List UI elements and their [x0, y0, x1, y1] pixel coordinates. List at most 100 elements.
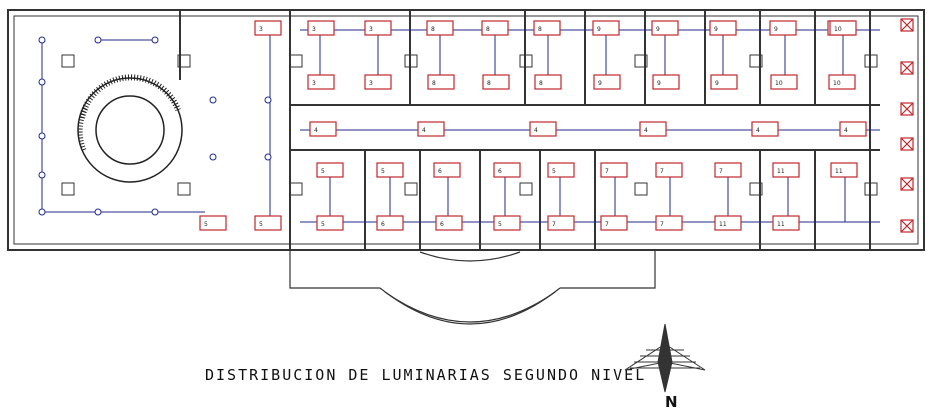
luminaire-label: 9 — [656, 26, 660, 33]
luminaire-label: 8 — [486, 26, 490, 33]
luminaire: 3 — [307, 74, 335, 90]
luminaire: 3 — [364, 20, 392, 36]
switch-icon — [38, 78, 46, 86]
luminaire-label: 7 — [719, 168, 723, 175]
switch-icon — [209, 153, 217, 161]
switch-icon — [264, 96, 272, 104]
luminaire-label: 8 — [431, 26, 435, 33]
luminaire-label: 3 — [312, 26, 316, 33]
luminaire-label: 6 — [381, 221, 385, 228]
luminaire: 10 — [828, 74, 856, 90]
luminaire-label: 6 — [498, 168, 502, 175]
luminaire: 8 — [482, 74, 510, 90]
x-fixtures — [900, 18, 914, 233]
luminaire: 10 — [829, 20, 857, 36]
switch-icon — [38, 208, 46, 216]
luminaire: 7 — [655, 215, 683, 231]
luminaire-label: 3 — [259, 26, 263, 33]
luminaire-label: 9 — [597, 26, 601, 33]
building-walls — [7, 9, 925, 251]
luminaire-label: 5 — [204, 221, 208, 228]
luminaire: 4 — [639, 121, 667, 137]
luminaire: 3 — [364, 74, 392, 90]
x-fixture-icon — [900, 177, 914, 191]
drawing-title: DISTRIBUCION DE LUMINARIAS SEGUNDO NIVEL — [205, 366, 647, 384]
luminaire-label: 9 — [657, 80, 661, 87]
luminaire-label: 11 — [777, 168, 785, 175]
luminaire-label: 4 — [422, 127, 426, 134]
luminaire: 5 — [547, 162, 575, 178]
x-fixture-icon — [900, 18, 914, 32]
luminaire: 5 — [376, 162, 404, 178]
portico — [289, 250, 656, 325]
luminaire: 6 — [433, 162, 461, 178]
luminaire: 4 — [309, 121, 337, 137]
switch-icon — [151, 36, 159, 44]
north-arrow-icon — [624, 323, 706, 393]
luminaire: 9 — [592, 20, 620, 36]
luminaire-label: 11 — [719, 221, 727, 228]
luminaire: 7 — [714, 162, 742, 178]
luminaires: 3338889999101033888999101044444455665777… — [199, 20, 867, 231]
spiral-stair-icon — [77, 74, 183, 183]
luminaire: 8 — [481, 20, 509, 36]
luminaire-label: 7 — [605, 221, 609, 228]
luminaire-label: 3 — [369, 80, 373, 87]
luminaire-label: 4 — [844, 127, 848, 134]
luminaire: 11 — [714, 215, 742, 231]
luminaire: 4 — [529, 121, 557, 137]
luminaire: 7 — [600, 215, 628, 231]
luminaire: 9 — [651, 20, 679, 36]
luminaire: 9 — [652, 74, 680, 90]
luminaire: 5 — [316, 215, 344, 231]
luminaire-label: 4 — [756, 127, 760, 134]
luminaire: 10 — [770, 74, 798, 90]
luminaire-label: 11 — [835, 168, 843, 175]
luminaire-label: 5 — [381, 168, 385, 175]
x-fixture-icon — [900, 219, 914, 233]
luminaire-label: 7 — [660, 168, 664, 175]
luminaire-label: 7 — [605, 168, 609, 175]
luminaire: 9 — [710, 74, 738, 90]
luminaire: 9 — [593, 74, 621, 90]
luminaire-label: 9 — [774, 26, 778, 33]
luminaire-label: 10 — [775, 80, 783, 87]
north-label: N — [665, 393, 678, 411]
luminaire-label: 8 — [432, 80, 436, 87]
switch-icon — [151, 208, 159, 216]
luminaire-label: 10 — [833, 80, 841, 87]
luminaire: 5 — [199, 215, 227, 231]
luminaire: 7 — [655, 162, 683, 178]
luminaire: 4 — [417, 121, 445, 137]
luminaire-label: 4 — [644, 127, 648, 134]
luminaire-label: 4 — [534, 127, 538, 134]
luminaire-label: 8 — [487, 80, 491, 87]
x-fixture-icon — [900, 102, 914, 116]
luminaire-label: 7 — [660, 221, 664, 228]
luminaire-label: 3 — [312, 80, 316, 87]
luminaire-label: 8 — [538, 26, 542, 33]
luminaire: 5 — [316, 162, 344, 178]
luminaire: 8 — [533, 20, 561, 36]
luminaire-label: 6 — [440, 221, 444, 228]
luminaire: 3 — [254, 20, 282, 36]
luminaire-label: 3 — [369, 26, 373, 33]
luminaire-label: 5 — [321, 221, 325, 228]
luminaire: 5 — [493, 215, 521, 231]
luminaire-label: 10 — [834, 26, 842, 33]
luminaire-label: 9 — [715, 80, 719, 87]
luminaire: 4 — [751, 121, 779, 137]
luminaire: 5 — [254, 215, 282, 231]
x-fixture-icon — [900, 61, 914, 75]
luminaire-label: 5 — [321, 168, 325, 175]
switch-icon — [38, 132, 46, 140]
switch-icon — [94, 36, 102, 44]
switch-icon — [38, 171, 46, 179]
luminaire: 8 — [426, 20, 454, 36]
luminaire: 8 — [427, 74, 455, 90]
switch-icon — [264, 153, 272, 161]
luminaire-label: 11 — [777, 221, 785, 228]
luminaire: 11 — [772, 215, 800, 231]
luminaire-label: 5 — [552, 168, 556, 175]
